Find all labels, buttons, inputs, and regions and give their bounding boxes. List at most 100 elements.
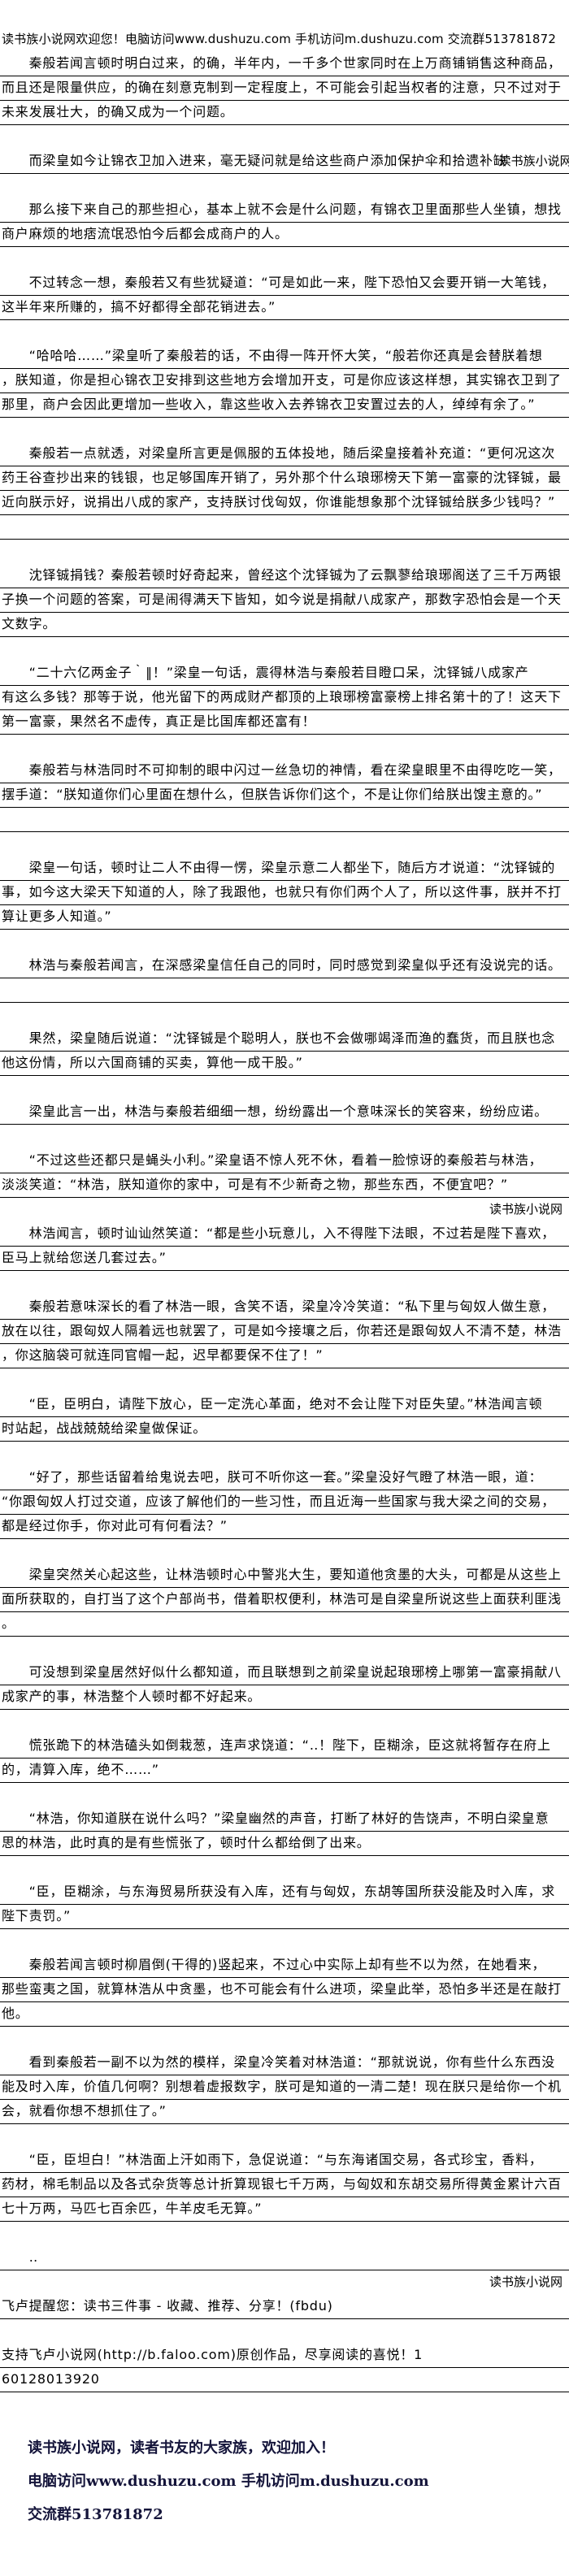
line-text: 秦般若意味深长的看了林浩一眼，含笑不语，梁皇冷冷笑道：“私下里与匈奴人做生意， <box>2 1299 556 1314</box>
line-text: 淡淡笑道：“林浩，朕知道你的家中，可是有不少新奇之物，那些东西，不便宜吧？” <box>2 1177 508 1192</box>
line-text: 第一富豪，果然名不虚传，真正是比国库都还富有！ <box>2 713 316 729</box>
blank-line <box>0 1003 569 1027</box>
blank-line <box>0 1125 569 1149</box>
text-line: “臣，臣糊涂，与东海贸易所获没有入库，还有与匈奴，东胡等国所获没能及时入库，求 <box>0 1880 569 1905</box>
line-text: 读书族小说网 <box>489 2275 562 2289</box>
text-line: 成家产的事，林浩整个人顿时都不好起来。 <box>0 1685 569 1710</box>
line-text: 能及时入库，价值几何啊？别想着虚报数字，朕可是知道的一清二楚！现在朕只是给你一个… <box>2 2079 562 2094</box>
line-text: 事，如今这大梁天下知道的人，除了我跟他，也就只有你们两个人了，所以这件事，朕并不… <box>2 884 562 900</box>
line-text: 药材，棉毛制品以及各式杂货等总计折算现银七千万两，与匈奴和东胡交易所得黄金累计六… <box>2 2176 562 2192</box>
line-text: 60128013920 <box>2 2371 100 2387</box>
line-text: 药王谷查抄出来的钱银，也足够国库开销了，另外那个什么琅琊榜天下第一富豪的沈铎铖，… <box>2 470 562 485</box>
text-line: 臣马上就给您送几套过去。” <box>0 1247 569 1271</box>
line-text: 读书族小说网欢迎您！电脑访问www.dushuzu.com 手机访问m.dush… <box>2 32 557 46</box>
line-text: 会，就看你想不想抓住了。” <box>2 2103 167 2118</box>
line-text: 未来发展壮大，的确又成为一个问题。 <box>2 104 234 119</box>
line-text: 这半年来所赚的，搞不好都得全部花销进去。” <box>2 299 276 314</box>
blank-line <box>0 1076 569 1100</box>
text-line: 摆手道：“朕知道你们心里面在想什么，但朕告诉你们这个，不是让你们给朕出馊主意的。… <box>0 783 569 808</box>
line-text: 算让更多人知道。” <box>2 909 112 924</box>
text-line: 近向朕示好，说捐出八成的家产，支持朕讨伐匈奴，你谁能想象那个沈铎铖给朕多少钱吗？… <box>0 491 569 515</box>
text-line: 第一富豪，果然名不虚传，真正是比国库都还富有！ <box>0 710 569 735</box>
text-line: 梁皇突然关心起这些，让林浩顿时心中警兆大生，要知道他贪墨的大头，可都是从这些上 <box>0 1563 569 1588</box>
line-text: “二十六亿两金子｀‖！”梁皇一句话，震得林浩与秦般若目瞪口呆，沈铎铖八成家产 <box>2 665 529 680</box>
line-text: “臣，臣坦白！”林浩面上汗如雨下，急促说道：“与东海诸国交易，各式珍宝，香料， <box>2 2152 543 2167</box>
line-text: 时站起，战战兢兢给梁皇做保证。 <box>2 1420 207 1436</box>
text-line: 七十万两，马匹七百余匹，牛羊皮毛无算。” <box>0 2197 569 2222</box>
line-text: “臣，臣糊涂，与东海贸易所获没有入库，还有与匈奴，东胡等国所获没能及时入库，求 <box>2 1884 556 1899</box>
text-line: 子换一个问题的答案，可是闹得满天下皆知，如今说是捐献八成家产，那数字恐怕会是一个… <box>0 588 569 613</box>
text-line: ，朕知道，你是担心锦衣卫安排到这些地方会增加开支，可是你应该这样想，其实锦衣卫到… <box>0 369 569 393</box>
text-line: “你跟匈奴人打过交道，应该了解他们的一些习性，而且近海一些国家与我大梁之间的交易… <box>0 1490 569 1515</box>
blank-line <box>0 735 569 759</box>
blank-line <box>0 832 569 856</box>
line-text: 近向朕示好，说捐出八成的家产，支持朕讨伐匈奴，你谁能想象那个沈铎铖给朕多少钱吗？… <box>2 494 556 510</box>
text-line: 梁皇此言一出，林浩与秦般若细细一想，纷纷露出一个意味深长的笑容来，纷纷应诺。 <box>0 1100 569 1125</box>
text-line: 思的林浩，此时真的是有些慌张了，顿时什么都给倒了出来。 <box>0 1832 569 1856</box>
footer-slogan: 读书族小说网，读者书友的大家族，欢迎加入！ <box>28 2439 335 2457</box>
line-text: 摆手道：“朕知道你们心里面在想什么，但朕告诉你们这个，不是让你们给朕出馊主意的。… <box>2 787 543 802</box>
line-text: 的，清算入库，绝不……” <box>2 1762 159 1777</box>
line-text: ‥ <box>2 2249 39 2265</box>
line-text: 面所获取的，自打当了这个户部尚书，借着职权便利，林浩可是自梁皇所说这些上面获利匪… <box>2 1591 562 1607</box>
line-text: 果然，梁皇随后说道：“沈铎铖是个聪明人，朕也不会做哪竭泽而渔的蠢货，而且朕也念 <box>2 1030 556 1046</box>
line-text: “你跟匈奴人打过交道，应该了解他们的一些习性，而且近海一些国家与我大梁之间的交易… <box>2 1494 556 1509</box>
text-line: “哈哈哈……”梁皇听了秦般若的话，不由得一阵开怀大笑，“般若你还真是会替朕着想 <box>0 345 569 369</box>
text-line: 看到秦般若一副不以为然的模样，梁皇冷笑着对林浩道：“那就说说，你有些什么东西没 <box>0 2051 569 2075</box>
blank-line <box>0 2124 569 2149</box>
blank-line <box>0 540 569 564</box>
line-text: “林浩，你知道朕在说什么吗？”梁皇幽然的声音，打断了林好的告饶声，不明白梁皇意 <box>2 1811 549 1826</box>
line-text: 梁皇一句话，顿时让二人不由得一愣，梁皇示意二人都坐下，随后方才说道：“沈铎铖的 <box>2 860 556 875</box>
line-text: 商户麻烦的地痞流氓恐怕今后都会成商户的人。 <box>2 226 289 241</box>
line-text: 慌张跪下的林浩磕头如倒栽葱，连声求饶道：“‥！陛下，臣糊涂，臣这就将暂存在府上 <box>2 1737 551 1753</box>
line-text: 成家产的事，林浩整个人顿时都不好起来。 <box>2 1689 262 1704</box>
line-text: “哈哈哈……”梁皇听了秦般若的话，不由得一阵开怀大笑，“般若你还真是会替朕着想 <box>2 348 543 363</box>
empty-ruled-line <box>0 515 569 540</box>
text-line: 慌张跪下的林浩磕头如倒栽葱，连声求饶道：“‥！陛下，臣糊涂，臣这就将暂存在府上 <box>0 1734 569 1759</box>
text-line: 有这么多钱？那等于说，他光留下的两成财产都顶的上琅琊榜富豪榜上排名第十的了！这天… <box>0 686 569 710</box>
blank-line <box>0 637 569 661</box>
text-line: 。 <box>0 1612 569 1637</box>
blank-line <box>0 320 569 345</box>
text-line: “好了，那些话留着给鬼说去吧，朕可不听你这一套。”梁皇没好气瞪了林浩一眼，道： <box>0 1466 569 1490</box>
line-text: “臣，臣明白，请陛下放心，臣一定洗心革面，绝对不会让陛下对臣失望。”林浩闻言顿 <box>2 1396 543 1412</box>
text-line: “臣，臣坦白！”林浩面上汗如雨下，急促说道：“与东海诸国交易，各式珍宝，香料， <box>0 2149 569 2173</box>
line-text: 梁皇此言一出，林浩与秦般若细细一想，纷纷露出一个意味深长的笑容来，纷纷应诺。 <box>2 1104 549 1119</box>
text-line: 林浩与秦般若闻言，在深感梁皇信任自己的同时，同时感觉到梁皇似乎还有没说完的话。 <box>0 954 569 978</box>
text-line: 而梁皇如今让锦衣卫加入进来，毫无疑问就是给这些商户添加保护伞和拾遗补缺读书族小说… <box>0 150 569 174</box>
line-text: ，你这脑袋可就连同官帽一起，迟早都要保不住了！” <box>2 1347 324 1363</box>
text-line: 陛下责罚。” <box>0 1905 569 1929</box>
footer-site-links[interactable]: 电脑访问www.dushuzu.com 手机访问m.dushuzu.com <box>28 2473 429 2490</box>
line-text: 陛下责罚。” <box>2 1908 72 1923</box>
line-text: 有这么多钱？那等于说，他光留下的两成财产都顶的上琅琊榜富豪榜上排名第十的了！这天… <box>2 689 562 705</box>
empty-ruled-line <box>0 978 569 1003</box>
blank-line <box>0 1637 569 1661</box>
text-line: 秦般若意味深长的看了林浩一眼，含笑不语，梁皇冷冷笑道：“私下里与匈奴人做生意， <box>0 1295 569 1320</box>
line-text: 飞卢提醒您：读书三件事 - 收藏、推荐、分享！(fbdu) <box>2 2298 333 2314</box>
text-line: 药王谷查抄出来的钱银，也足够国库开销了，另外那个什么琅琊榜天下第一富豪的沈铎铖，… <box>0 466 569 491</box>
line-text: 可没想到梁皇居然好似什么都知道，而且联想到之前梁皇说起琅琊榜上哪第一富豪捐献八 <box>2 1664 562 1680</box>
text-line: 事，如今这大梁天下知道的人，除了我跟他，也就只有你们两个人了，所以这件事，朕并不… <box>0 881 569 905</box>
line-text: 都是经过你手，你对此可有何看法？” <box>2 1518 228 1533</box>
text-line: 那些蛮夷之国，就算林浩从中贪墨，也不可能会有什么进项，梁皇此举，恐怕多半还是在敲… <box>0 1978 569 2002</box>
text-line: 放在以往，跟匈奴人隔着远也就罢了，可是如今接壤之后，你若还是跟匈奴人不清不楚，林… <box>0 1320 569 1344</box>
line-text: 思的林浩，此时真的是有些慌张了，顿时什么都给倒了出来。 <box>2 1835 371 1850</box>
site-watermark: 读书族小说网 <box>0 1198 569 1222</box>
text-line: 可没想到梁皇居然好似什么都知道，而且联想到之前梁皇说起琅琊榜上哪第一富豪捐献八 <box>0 1661 569 1685</box>
line-text: 看到秦般若一副不以为然的模样，梁皇冷笑着对林浩道：“那就说说，你有些什么东西没 <box>2 2054 556 2070</box>
blank-line <box>0 930 569 954</box>
line-text: 沈铎铖捐钱？秦般若顿时好奇起来，曾经这个沈铎铖为了云飘蓼给琅琊阁送了三千万两银 <box>2 567 562 583</box>
line-text: 放在以往，跟匈奴人隔着远也就罢了，可是如今接壤之后，你若还是跟匈奴人不清不楚，林… <box>2 1323 562 1338</box>
blank-line <box>0 1710 569 1734</box>
line-text: ，朕知道，你是担心锦衣卫安排到这些地方会增加开支，可是你应该这样想，其实锦衣卫到… <box>2 372 562 388</box>
inline-watermark: 读书族小说网 <box>498 154 569 168</box>
site-watermark: 读书族小说网 <box>0 2270 569 2295</box>
blank-line <box>0 2027 569 2051</box>
text-line: 时站起，战战兢兢给梁皇做保证。 <box>0 1417 569 1442</box>
line-text: 读书族小说网 <box>489 1202 562 1216</box>
text-line: “不过这些还都只是蝇头小利。”梁皇语不惊人死不休，看着一脸惊讶的秦般若与林浩， <box>0 1149 569 1173</box>
footer-group-number: 交流群513781872 <box>28 2506 163 2523</box>
text-line: ，你这脑袋可就连同官帽一起，迟早都要保不住了！” <box>0 1344 569 1368</box>
blank-line <box>0 1539 569 1563</box>
site-footer: 读书族小说网，读者书友的大家族，欢迎加入！ 电脑访问www.dushuzu.co… <box>28 2436 429 2536</box>
